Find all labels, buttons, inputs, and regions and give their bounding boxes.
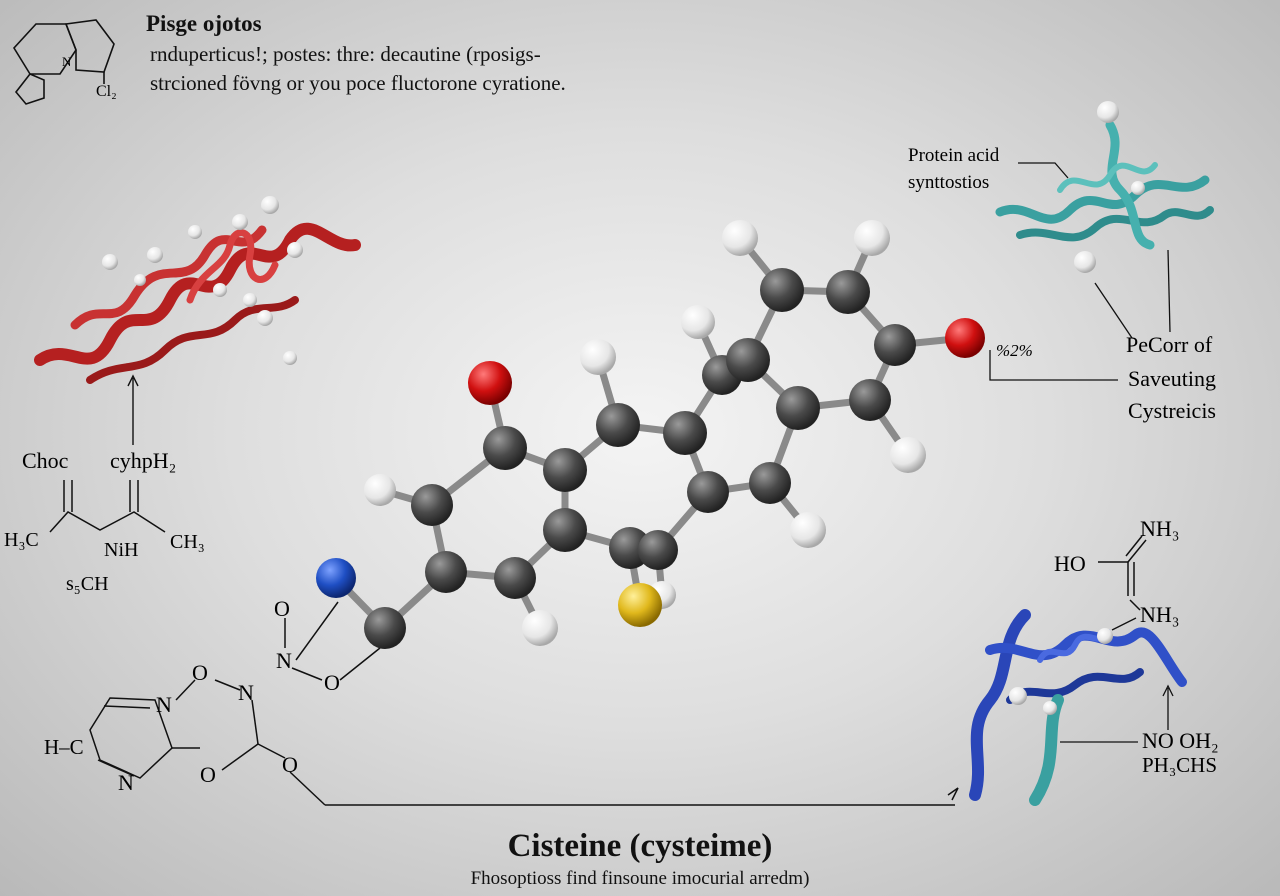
atom-c (638, 530, 678, 570)
ring-n-ring-top: N (156, 692, 172, 717)
atom-c (760, 268, 804, 312)
right-ph3chs: PH₃CHS (1142, 753, 1217, 777)
atom-c (494, 557, 536, 599)
pointer-red-protein (127, 374, 139, 445)
right-no-oh2: NO OH₂ (1142, 728, 1219, 753)
formula-top-right: cyhpH₂ (110, 448, 176, 473)
ring-o-ring-top: O (192, 660, 208, 685)
red-ribbon-strand-1 (34, 222, 361, 366)
right-skeletal-formula (1098, 535, 1147, 611)
corner-atom-n: N (62, 54, 72, 69)
atom-c (849, 379, 891, 421)
atom-c (826, 270, 870, 314)
atom-h (854, 220, 890, 256)
atom-h (890, 437, 926, 473)
page-subtitle-line1: rnduperticus!; postes: thre: decautine (… (150, 42, 541, 66)
right-nh3-top: NH₃ (1140, 516, 1179, 541)
atom-h (522, 610, 558, 646)
atom-c (874, 324, 916, 366)
caption-subtitle: Fhosoptioss find finsoune imocurial arre… (470, 868, 810, 889)
teal-ribbon-strand-3 (1105, 120, 1155, 250)
pointer-note: %2% (996, 341, 1033, 360)
blue-ribbon-strand-1 (969, 609, 1031, 801)
callout-line2: Saveuting (1128, 366, 1216, 391)
central-molecule-atoms (316, 220, 985, 649)
atom-n (316, 558, 356, 598)
protein-ribbon-red (34, 222, 361, 384)
ring-o-low: O (324, 670, 340, 695)
ring-hc: H–C (44, 735, 84, 759)
red-ribbon-helix (186, 229, 279, 304)
atom-c (776, 386, 820, 430)
corner-skeletal-molecule (13, 19, 115, 105)
page-subtitle-line2: strcioned fövng or you poce fluctorone c… (150, 71, 566, 95)
formula-bottom: s₅CH (66, 573, 109, 595)
teal-ribbon-helix (1057, 162, 1158, 193)
ring-n-chain: N (238, 680, 254, 705)
ring-formula-ring (89, 697, 173, 779)
atom-c (663, 411, 707, 455)
protein-label-line2: synttostios (908, 172, 989, 193)
atom-c (687, 471, 729, 513)
red-protein-atoms (102, 196, 303, 365)
pointer-teal-protein (989, 162, 1171, 381)
atom-h (681, 305, 715, 339)
corner-formula: Cl₂ (96, 83, 117, 100)
protein-ribbon-teal (995, 120, 1214, 250)
atom-s (618, 583, 662, 627)
right-nh3-mid: NH₃ (1140, 602, 1179, 627)
teal-ribbon-strand-2 (1016, 206, 1214, 242)
ring-n-mid: N (276, 648, 292, 673)
atom-c (749, 462, 791, 504)
atom-c (726, 338, 770, 382)
atom-c (483, 426, 527, 470)
atom-h (364, 474, 396, 506)
pointer-blue-protein (1060, 617, 1174, 743)
atom-c (543, 508, 587, 552)
ring-n-bottom: N (118, 770, 134, 795)
teal-protein-atoms (1074, 101, 1145, 273)
corner-ring-right (64, 19, 115, 73)
corner-ring-bottom (14, 73, 45, 105)
blue-protein-atoms (1009, 628, 1113, 715)
atom-o (468, 361, 512, 405)
ring-o-tail: O (282, 752, 298, 777)
atom-c (543, 448, 587, 492)
formula-center: NiH (104, 539, 138, 561)
blue-ribbon-strand-3 (1006, 668, 1144, 704)
callout-line1: PeCorr of (1126, 332, 1213, 357)
atom-c (425, 551, 467, 593)
atom-h (580, 339, 616, 375)
atom-h (790, 512, 826, 548)
atom-o (945, 318, 985, 358)
atom-c (364, 607, 406, 649)
formula-top-left: Choc (22, 448, 69, 473)
atom-c (596, 403, 640, 447)
teal-ribbon-strand-1 (995, 175, 1210, 224)
ring-o-bottom: O (200, 762, 216, 787)
ring-o-top: O (274, 596, 290, 621)
ring-skeletal-formula (89, 601, 959, 806)
formula-left-group: H₃C (4, 529, 39, 551)
blue-ribbon-teal-tail (1029, 694, 1064, 806)
atom-c (411, 484, 453, 526)
red-ribbon-strand-3 (86, 296, 299, 384)
page-title: Pisge ojotos (146, 11, 262, 36)
protein-label-line1: Protein acid (908, 145, 1000, 166)
right-ho: HO (1054, 551, 1086, 576)
callout-line3: Cystreicis (1128, 398, 1216, 423)
left-skeletal-formula (49, 480, 166, 533)
caption-title: Cisteine (cysteime) (507, 828, 773, 864)
atom-h (722, 220, 758, 256)
formula-right-group: CH₃ (170, 531, 205, 553)
